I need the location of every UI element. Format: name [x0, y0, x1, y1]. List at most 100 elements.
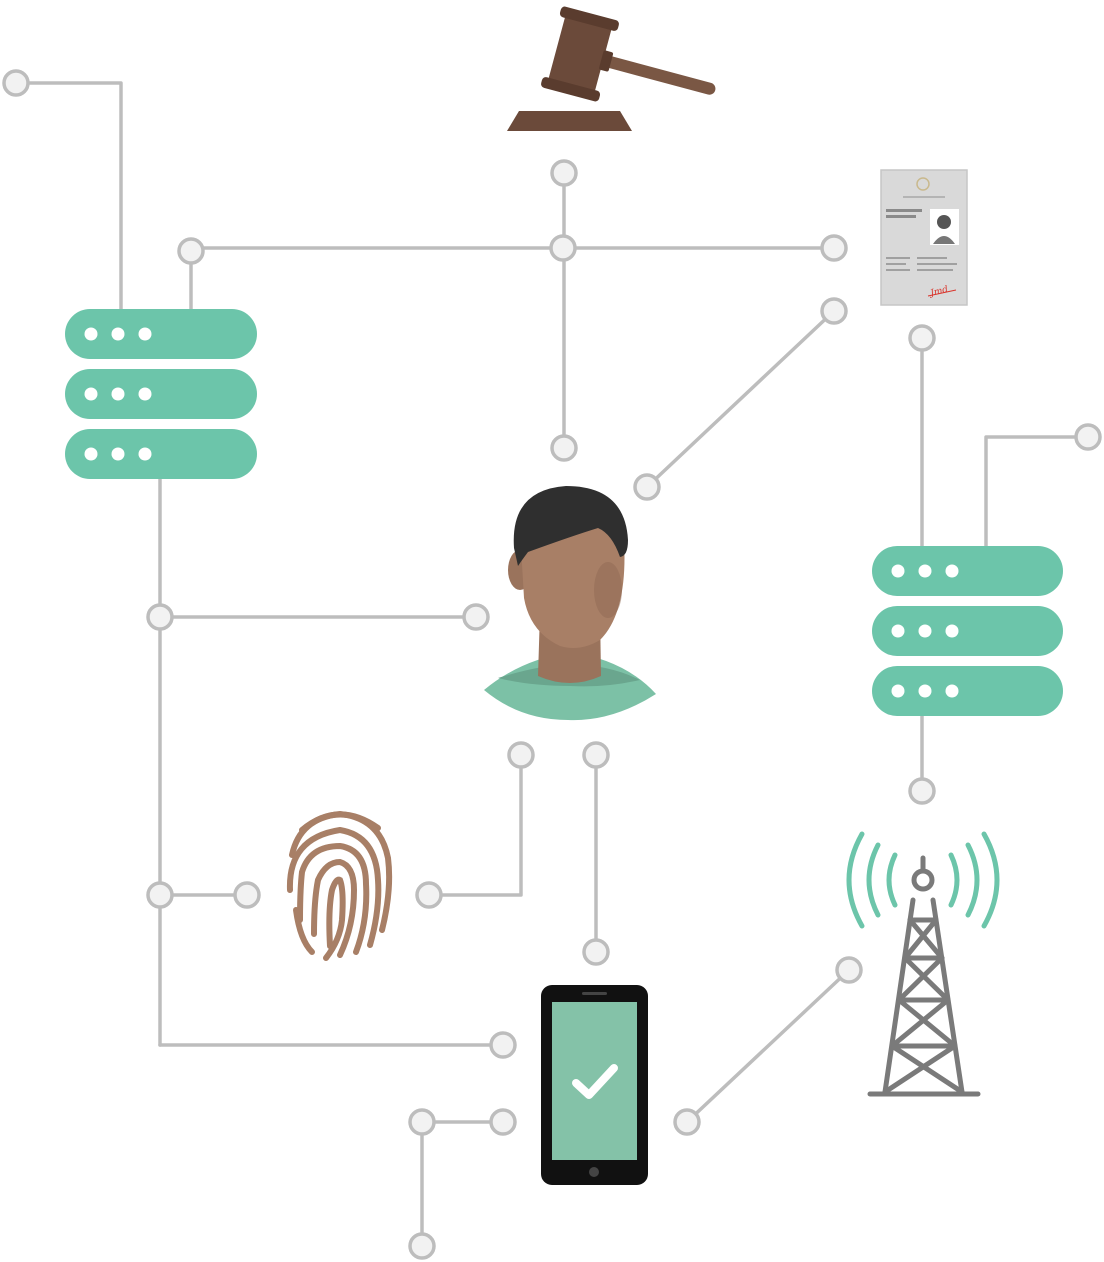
gavel-head-band-top	[559, 6, 619, 31]
server-unit	[65, 429, 257, 479]
tower-beacon	[911, 868, 935, 892]
server-status-dot	[84, 327, 98, 341]
document-text-line	[886, 215, 916, 218]
server-status-dot	[138, 327, 152, 341]
connector-node	[673, 1108, 701, 1136]
mobile-phone-verified-icon	[541, 985, 648, 1185]
connector-nodes	[2, 69, 1102, 1260]
connector-node	[233, 881, 261, 909]
phone-screen	[552, 1002, 637, 1160]
checkmark-icon	[572, 1064, 618, 1099]
server-status-dot	[891, 684, 905, 698]
server-unit	[65, 369, 257, 419]
document-text-line	[886, 257, 910, 259]
cell-tower-icon	[846, 831, 1000, 1097]
connector-node	[550, 159, 578, 187]
id-document-icon: Jmd	[880, 169, 968, 306]
connector-node	[908, 324, 936, 352]
wire-left-server-top	[14, 81, 123, 312]
connector-node	[820, 297, 848, 325]
connector-node	[489, 1108, 517, 1136]
person-shirt	[484, 652, 656, 721]
server-stack-right	[872, 546, 1063, 716]
connector-node	[1074, 423, 1102, 451]
connector-node	[550, 434, 578, 462]
connector-node	[408, 1232, 436, 1260]
person-avatar-icon	[484, 486, 656, 721]
document-text-line	[917, 257, 947, 259]
wire-diagonal-upper	[645, 309, 836, 489]
document-signature-stroke	[927, 289, 957, 297]
server-unit	[65, 309, 257, 359]
server-unit	[872, 546, 1063, 596]
document-text-line	[886, 269, 910, 271]
gavel-icon	[507, 6, 716, 131]
connector-node	[835, 956, 863, 984]
gavel-head	[548, 15, 612, 93]
document-text-line	[917, 269, 953, 271]
fingerprint-ridge	[323, 876, 346, 961]
fingerprint-ridge	[289, 810, 393, 933]
connector-node	[820, 234, 848, 262]
connector-node	[146, 881, 174, 909]
connector-node	[507, 741, 535, 769]
tower-leg-left	[882, 897, 916, 1095]
fingerprint-ridge	[293, 907, 315, 955]
tower-leg-right	[930, 897, 965, 1095]
server-unit	[872, 606, 1063, 656]
wire-phone-to-tower	[685, 968, 851, 1124]
fingerprint-ridge	[297, 842, 370, 955]
connector-node	[408, 1108, 436, 1136]
document-text-line	[917, 263, 957, 265]
connector-node	[177, 237, 205, 265]
connector-node	[908, 777, 936, 805]
wire-fingerprint-to-person	[427, 753, 523, 897]
server-stack-left	[65, 309, 257, 479]
document-text-line	[886, 209, 922, 212]
server-status-dot	[84, 447, 98, 461]
server-status-dot	[945, 564, 959, 578]
server-status-dot	[918, 624, 932, 638]
person-face-shade	[594, 562, 622, 618]
signal-waves-icon	[846, 831, 1000, 929]
server-status-dot	[111, 387, 125, 401]
connector-node	[146, 603, 174, 631]
server-status-dot	[138, 447, 152, 461]
server-status-dot	[84, 387, 98, 401]
document-seal	[916, 177, 930, 191]
gavel-handle	[599, 54, 716, 95]
server-unit	[872, 666, 1063, 716]
fingerprint-icon	[286, 810, 393, 961]
document-photo-shoulders	[933, 236, 955, 244]
gavel-base	[507, 111, 632, 131]
tower-brace	[882, 917, 958, 1095]
connector-node	[633, 473, 661, 501]
connector-node	[415, 881, 443, 909]
server-status-dot	[945, 624, 959, 638]
document-text-line	[886, 263, 906, 265]
server-status-dot	[891, 564, 905, 578]
phone-home-button	[589, 1167, 599, 1177]
connector-node	[462, 603, 490, 631]
server-status-dot	[111, 447, 125, 461]
connector-node	[582, 741, 610, 769]
server-status-dot	[918, 564, 932, 578]
connector-wires	[14, 81, 1090, 1248]
connector-node	[489, 1031, 517, 1059]
connector-node	[582, 938, 610, 966]
server-status-dot	[945, 684, 959, 698]
server-status-dot	[918, 684, 932, 698]
wire-bottom-left	[420, 1120, 505, 1248]
connector-node	[549, 234, 577, 262]
server-status-dot	[891, 624, 905, 638]
wire-right-server-top	[984, 435, 1090, 550]
connector-node	[2, 69, 30, 97]
document-signature: Jmd	[927, 285, 949, 300]
tower-brace	[889, 917, 965, 1095]
document-photo-head	[937, 215, 951, 229]
phone-speaker	[582, 992, 607, 995]
person-hair	[513, 486, 628, 566]
fingerprint-ridge	[311, 858, 358, 958]
gavel-head-band-bottom	[541, 77, 601, 102]
